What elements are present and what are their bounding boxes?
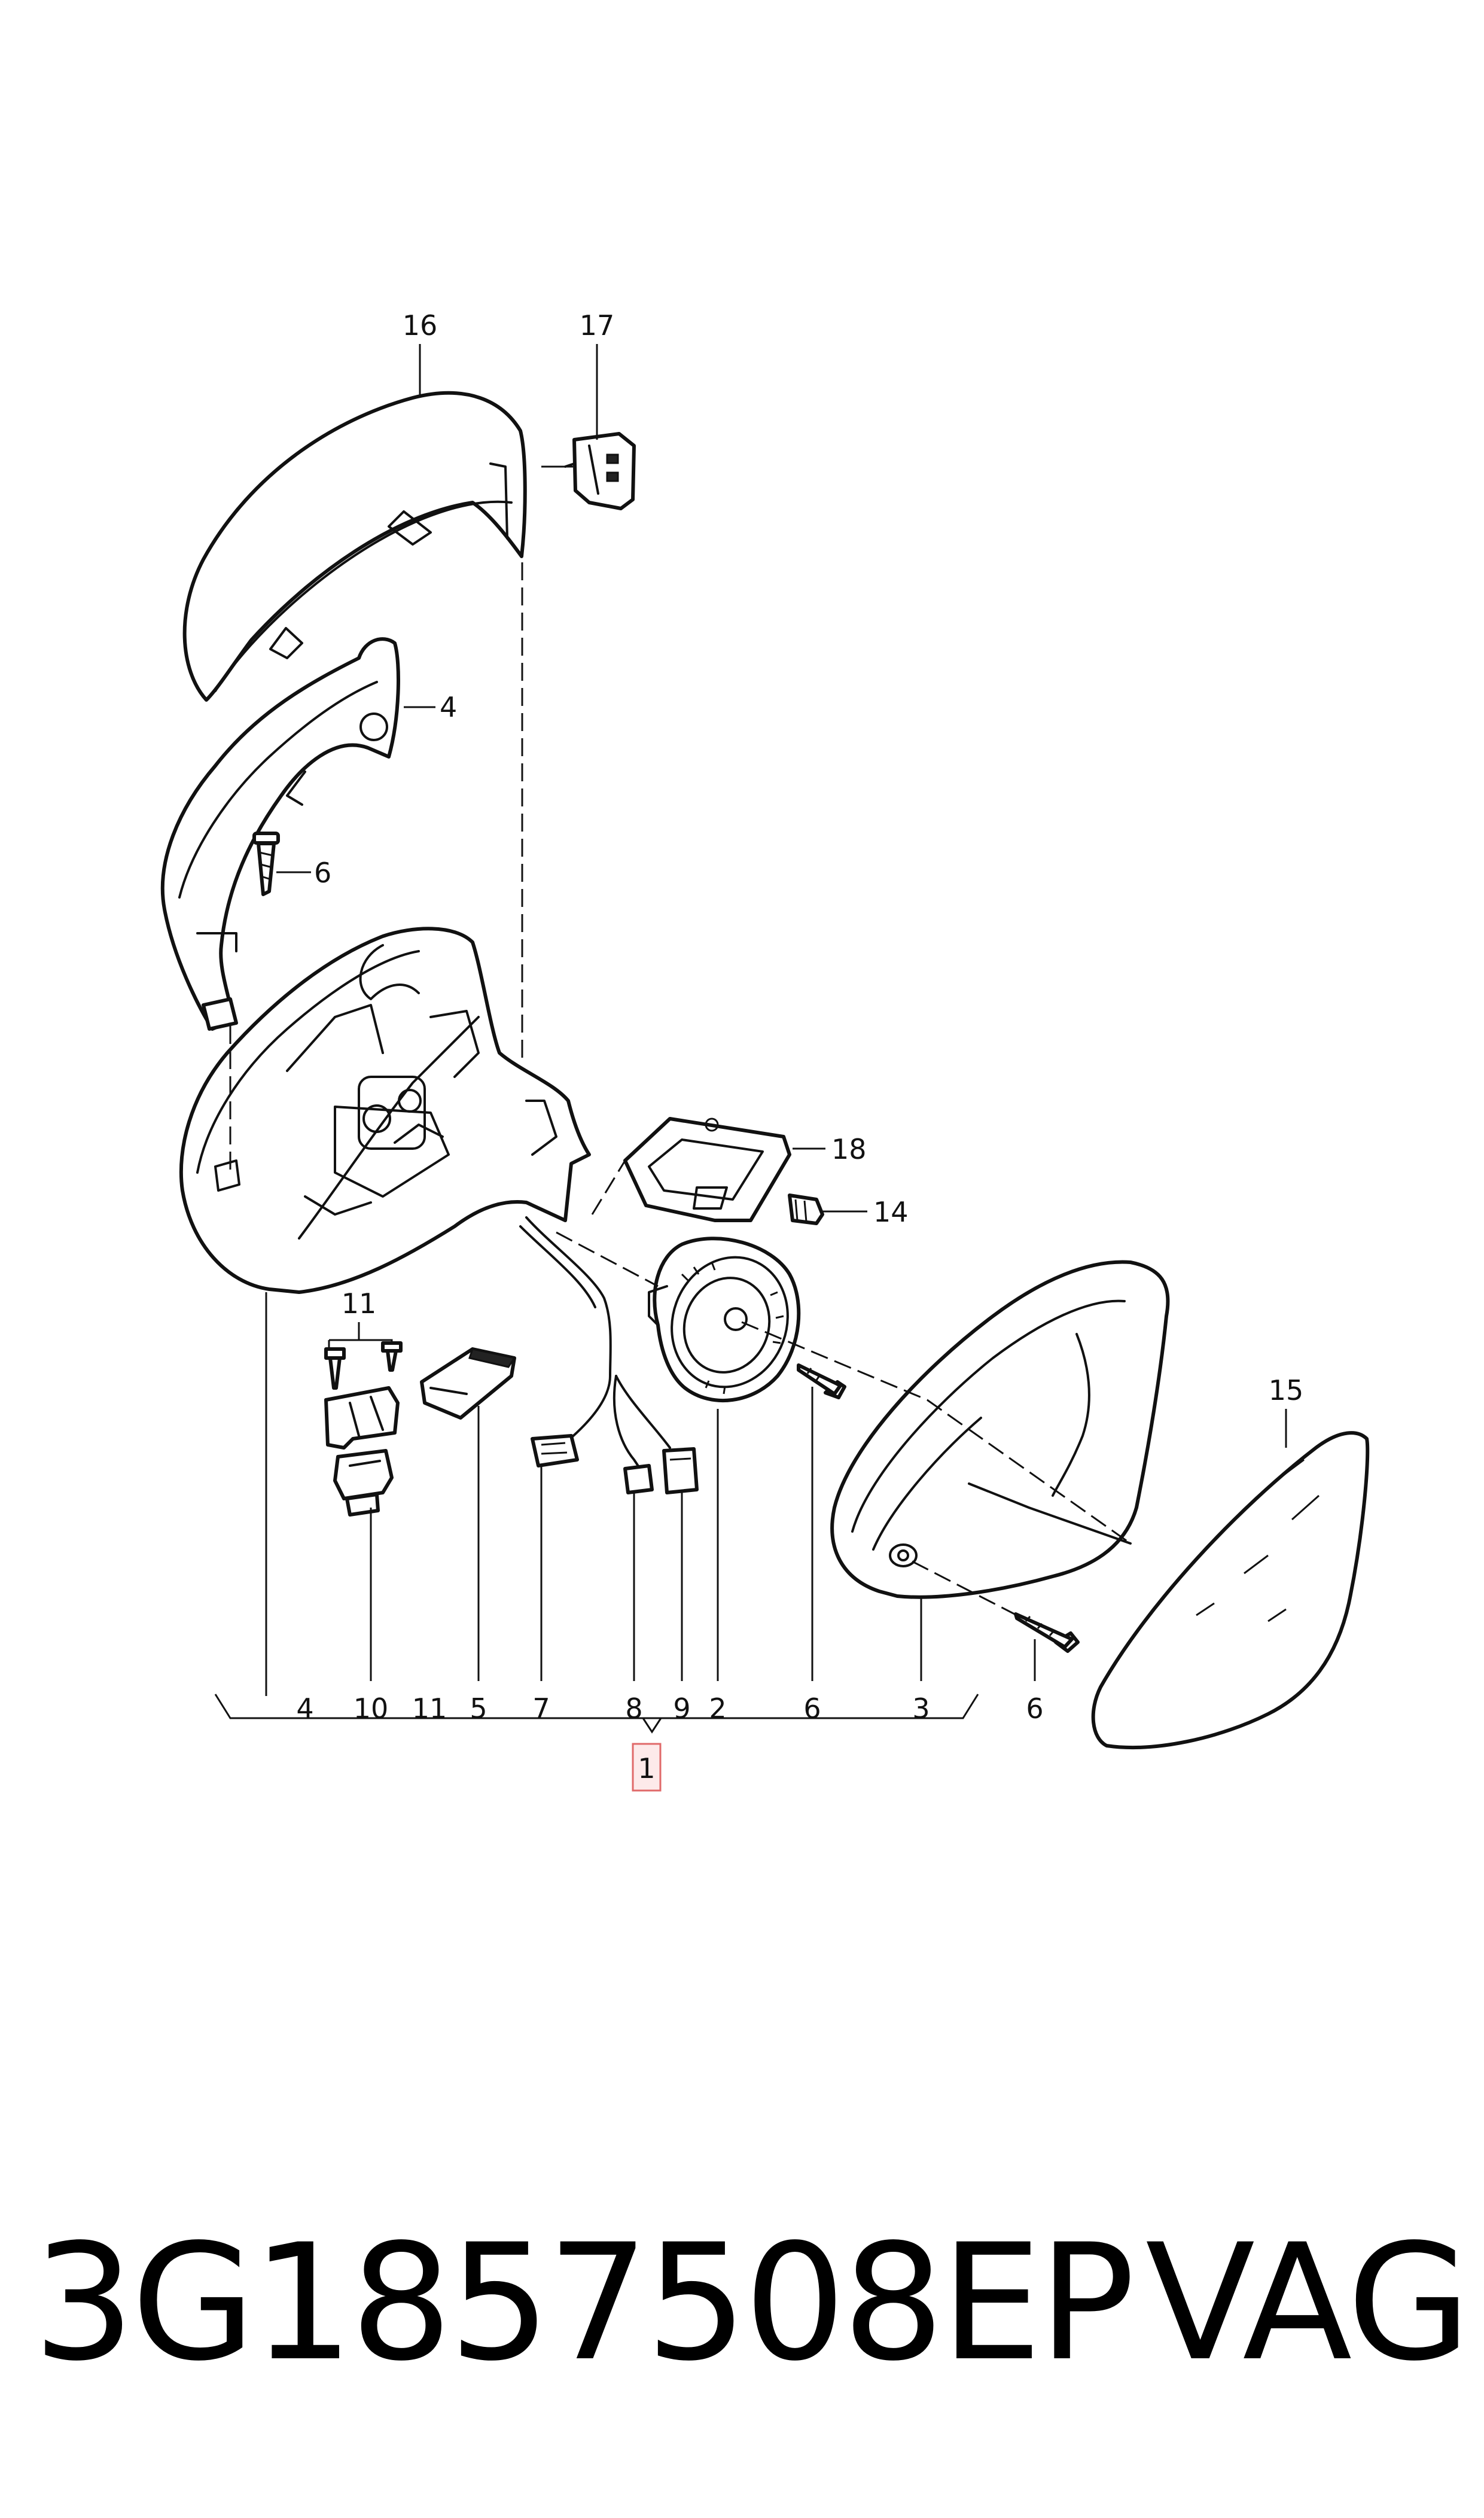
footer: 3G1857508EP VAG bbox=[0, 2210, 1484, 2397]
bracket-part-11[interactable] bbox=[324, 1386, 400, 1450]
brand-name: VAG bbox=[1145, 2210, 1471, 2397]
callout-row-8: 8 bbox=[625, 1692, 642, 1725]
callout-4-top: 4 bbox=[440, 691, 457, 723]
callout-row-4: 4 bbox=[296, 1692, 313, 1725]
part-number: 3G1857508EP bbox=[33, 2210, 1135, 2397]
screw-part-11-right[interactable] bbox=[381, 1341, 403, 1372]
wiring-harness[interactable] bbox=[519, 1216, 671, 1479]
mirror-glass-carrier-part-3[interactable] bbox=[830, 1260, 1170, 1599]
callout-row-6a: 6 bbox=[803, 1692, 821, 1725]
callout-15: 15 bbox=[1269, 1374, 1304, 1406]
callout-11-top: 11 bbox=[342, 1287, 377, 1320]
callout-16: 16 bbox=[403, 309, 438, 342]
assembly-line-glass bbox=[741, 1321, 1131, 1545]
leader-lines bbox=[265, 344, 1287, 1696]
screw-part-14[interactable] bbox=[788, 1193, 824, 1225]
trim-frame-part-18[interactable] bbox=[623, 1117, 791, 1222]
puddle-lamp-part-5[interactable] bbox=[420, 1347, 516, 1420]
callout-row-11: 11 bbox=[412, 1692, 447, 1725]
screw-part-11-left[interactable] bbox=[324, 1347, 346, 1390]
assembly-number-1[interactable]: 1 bbox=[632, 1743, 662, 1792]
assembly-line-screw bbox=[912, 1560, 1017, 1616]
callout-row-2: 2 bbox=[709, 1692, 726, 1725]
sensor-part-10[interactable] bbox=[333, 1449, 394, 1517]
screw-part-6-right[interactable] bbox=[1014, 1612, 1080, 1653]
connector-part-9[interactable] bbox=[662, 1447, 699, 1494]
assembly-bracket bbox=[214, 1694, 979, 1734]
cap-clip-part-17[interactable] bbox=[564, 432, 636, 510]
callout-14: 14 bbox=[873, 1196, 909, 1228]
callout-17: 17 bbox=[580, 309, 615, 342]
mirror-cap-part-16[interactable] bbox=[182, 391, 527, 702]
assembly-line-motor bbox=[556, 1231, 659, 1287]
callout-18: 18 bbox=[831, 1133, 867, 1165]
callout-row-3: 3 bbox=[912, 1692, 930, 1725]
callout-row-6b: 6 bbox=[1026, 1692, 1043, 1725]
mirror-housing-base[interactable] bbox=[179, 927, 591, 1294]
screw-part-6-top[interactable] bbox=[252, 832, 280, 896]
assembly-line-trim bbox=[591, 1160, 626, 1215]
turn-signal-light-part-4[interactable] bbox=[160, 637, 400, 1031]
mirror-glass-part-15[interactable] bbox=[1091, 1431, 1370, 1750]
callout-row-9: 9 bbox=[673, 1692, 690, 1725]
connector-part-7[interactable] bbox=[531, 1434, 579, 1467]
callout-6-top: 6 bbox=[314, 857, 331, 889]
callout-row-7: 7 bbox=[532, 1692, 550, 1725]
callout-row-10: 10 bbox=[354, 1692, 389, 1725]
callout-row-5: 5 bbox=[470, 1692, 487, 1725]
callout-assembly-1: 1 bbox=[638, 1752, 655, 1785]
screw-part-6-middle[interactable] bbox=[797, 1363, 846, 1399]
connector-part-8[interactable] bbox=[623, 1464, 654, 1494]
adjustment-motor-part-2[interactable] bbox=[648, 1237, 806, 1403]
